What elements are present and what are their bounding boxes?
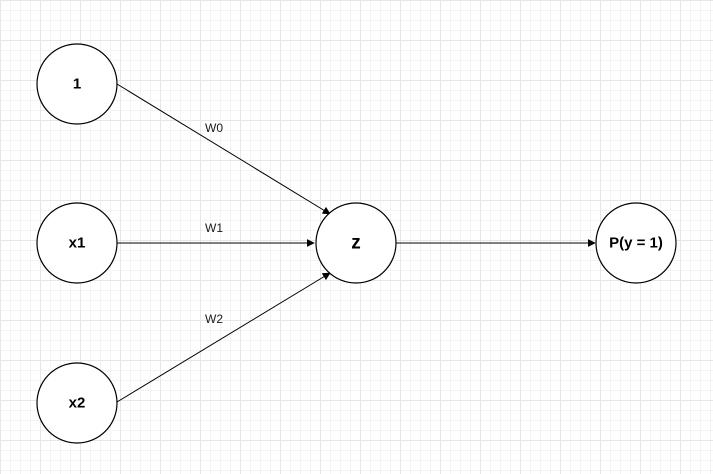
node-output[interactable]: P(y = 1) [595, 202, 677, 284]
edge-label-w0: W0 [205, 121, 223, 135]
node-bias-label: 1 [73, 76, 81, 93]
edge-bias-to-z[interactable] [116, 83, 331, 215]
node-output-label: P(y = 1) [609, 235, 663, 252]
edge-x2-to-z[interactable] [116, 272, 331, 403]
node-x1[interactable]: x1 [36, 202, 118, 284]
edge-label-w1: W1 [205, 221, 223, 235]
node-x2[interactable]: x2 [36, 362, 118, 444]
edge-label-w2: W2 [205, 312, 223, 326]
node-bias[interactable]: 1 [36, 43, 118, 125]
node-x2-label: x2 [69, 395, 86, 412]
node-x1-label: x1 [69, 235, 86, 252]
node-z[interactable]: z [315, 202, 397, 284]
node-z-label: z [351, 233, 361, 254]
